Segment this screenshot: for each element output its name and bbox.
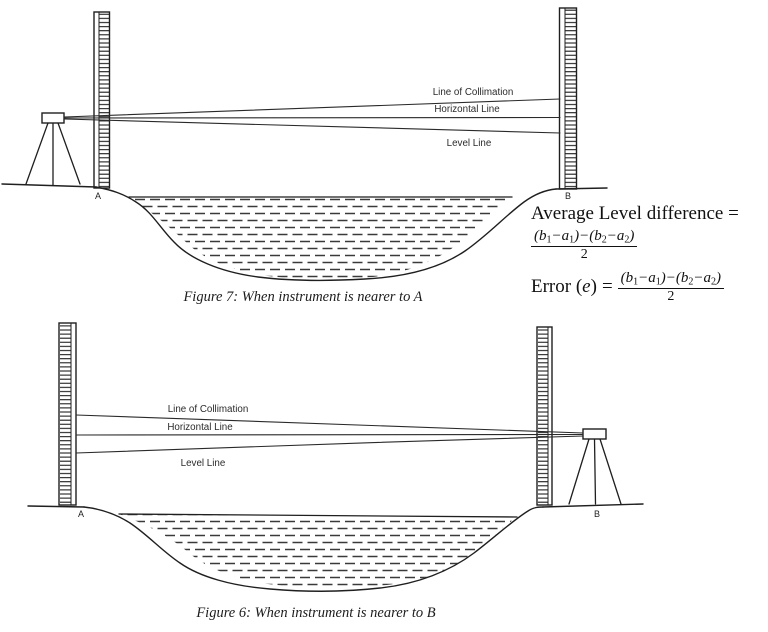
level-label: Level Line <box>447 138 492 149</box>
ground-line-left <box>1 183 97 188</box>
staff-a <box>93 11 111 189</box>
level-instrument <box>41 112 65 124</box>
staff-b <box>536 326 553 506</box>
tripod-leg-right <box>599 438 622 505</box>
figure6-caption: Figure 6: When instrument is nearer to B <box>196 605 436 621</box>
error-formula: Error (e) = (b1−a1)−(b2−a2) 2 <box>531 269 768 306</box>
ground-line-left <box>27 505 85 508</box>
figure7-diagram: Line of Collimation Horizontal Line Leve… <box>1 7 608 281</box>
staff-a-letter: A <box>78 509 84 519</box>
line-of-collimation <box>63 98 561 118</box>
collimation-label: Line of Collimation <box>168 404 249 415</box>
fraction-denominator: 2 <box>667 288 675 304</box>
level-instrument <box>582 428 607 440</box>
ground-line-right <box>542 503 644 508</box>
staff-b-letter: B <box>594 509 600 519</box>
average-level-difference-label: Average Level difference = <box>531 203 739 224</box>
staff-a <box>58 322 77 506</box>
tripod-leg-left <box>25 122 49 185</box>
horizontal-line <box>63 116 561 119</box>
tripod-leg-right <box>57 122 81 185</box>
horizontal-label: Horizontal Line <box>434 104 500 115</box>
figure6-diagram: Line of Collimation Horizontal Line Leve… <box>27 322 644 592</box>
line-of-collimation <box>75 414 584 434</box>
pond-water <box>129 197 512 280</box>
staff-a-ticks <box>99 13 109 187</box>
staff-b-letter: B <box>565 191 571 201</box>
staff-a-ticks <box>60 324 71 504</box>
equals-sign: = <box>601 275 613 297</box>
pond-bank <box>83 506 544 592</box>
pond-bank <box>95 186 557 281</box>
horizontal-line <box>75 433 584 436</box>
fraction-numerator: (b1−a1)−(b2−a2) <box>531 227 638 247</box>
staff-b-ticks <box>565 9 576 188</box>
water-surface-line <box>118 513 518 518</box>
horizontal-label: Horizontal Line <box>167 422 233 433</box>
level-line <box>75 435 584 454</box>
average-level-difference-fraction: (b1−a1)−(b2−a2) 2 <box>531 227 768 264</box>
formula-block: Average Level difference = (b1−a1)−(b2−a… <box>531 202 768 305</box>
staff-a-letter: A <box>95 191 101 201</box>
level-label: Level Line <box>181 458 226 469</box>
fraction-denominator: 2 <box>580 246 588 262</box>
error-label: Error (e) <box>531 275 597 297</box>
figure7-caption: Figure 7: When instrument is nearer to A <box>183 289 423 305</box>
collimation-label: Line of Collimation <box>433 87 514 98</box>
tripod-leg-center <box>593 438 597 505</box>
fraction-numerator: (b1−a1)−(b2−a2) <box>617 269 725 289</box>
level-line <box>63 118 561 134</box>
tripod-leg-left <box>568 438 590 505</box>
pond-water <box>119 514 517 588</box>
staff-b-ticks <box>538 328 548 504</box>
